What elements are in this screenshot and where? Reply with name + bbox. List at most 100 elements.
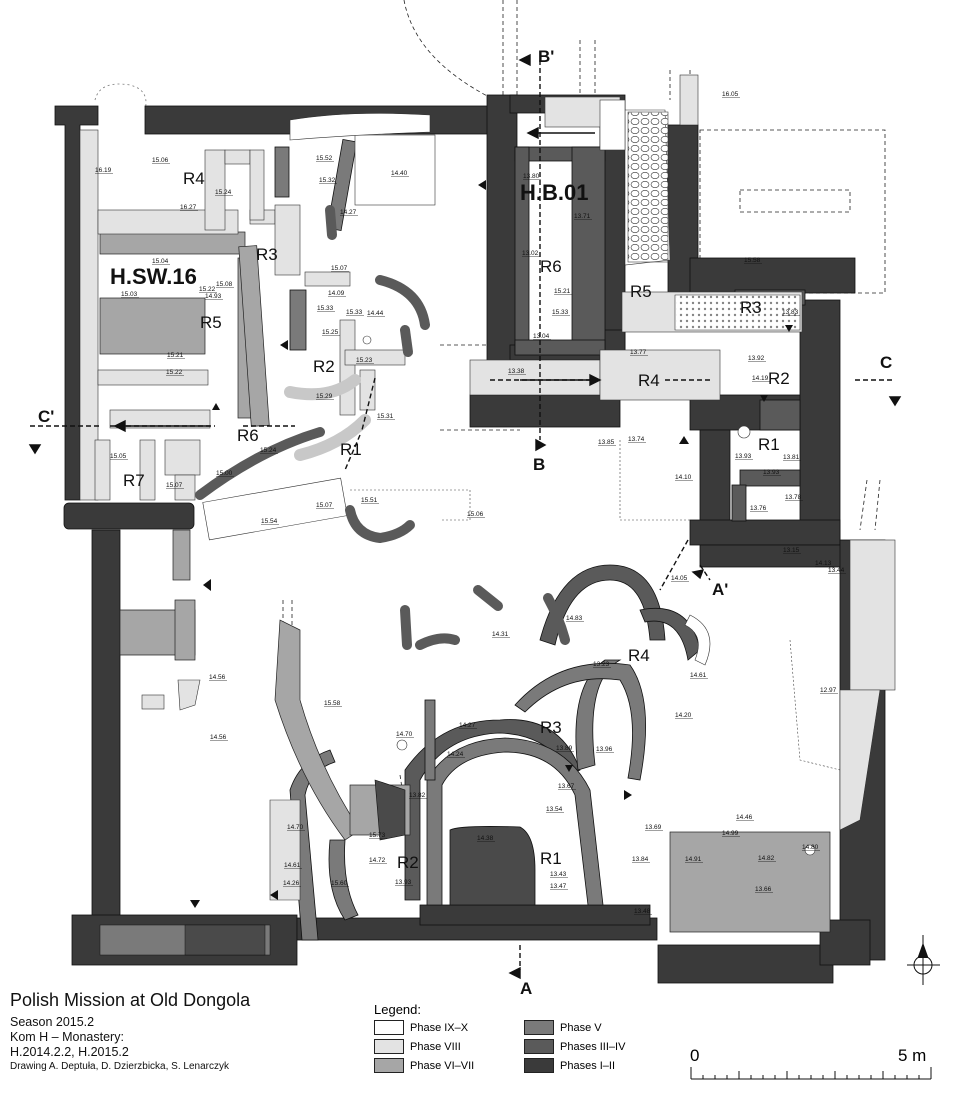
legend-item: Phase V bbox=[524, 1020, 674, 1035]
room-recess bbox=[374, 779, 406, 841]
legend-item: Phase VIII bbox=[374, 1039, 524, 1054]
elevation-label: 15.24 bbox=[215, 189, 232, 196]
room-label: R2 bbox=[768, 369, 790, 388]
elevation-label: 15.60 bbox=[331, 880, 348, 887]
room-label: R4 bbox=[638, 371, 660, 390]
room-label: R2 bbox=[397, 853, 419, 872]
elevation-label: 13.84 bbox=[632, 856, 649, 863]
elevation-label: 14.10 bbox=[675, 474, 692, 481]
elevation-label: 15.03 bbox=[121, 291, 138, 298]
elevation-label: 15.22 bbox=[166, 369, 183, 376]
room-recess bbox=[449, 826, 536, 906]
room-labels-sw: R4 R3 R5 R2 R6 R1 R7 bbox=[123, 169, 362, 490]
elevation-label: 15.04 bbox=[152, 258, 169, 265]
section-labels: B' B C' C A' A bbox=[38, 47, 892, 998]
elevation-label: 13.43 bbox=[550, 871, 567, 878]
elevation-label: 13.93 bbox=[763, 469, 780, 476]
elevation-label: 12.97 bbox=[820, 687, 837, 694]
curved-walls bbox=[195, 205, 570, 650]
elevation-label: 14.44 bbox=[367, 310, 384, 317]
elevation-label: 15.21 bbox=[554, 288, 571, 295]
elevation-label: 15.05 bbox=[110, 453, 127, 460]
credits-label: Drawing A. Deptuła, D. Dzierzbicka, S. L… bbox=[10, 1061, 229, 1072]
room-label: R7 bbox=[123, 471, 145, 490]
north-arrow bbox=[907, 935, 940, 985]
elevation-label: 15.08 bbox=[216, 281, 233, 288]
elevation-label: 15.29 bbox=[316, 393, 333, 400]
elevation-label: 15.33 bbox=[317, 305, 334, 312]
section-label-b-prime: B' bbox=[538, 47, 554, 66]
section-label-c-prime: C' bbox=[38, 407, 54, 426]
walls-phase-5 bbox=[274, 139, 646, 941]
walls-phase-1-2 bbox=[54, 94, 886, 984]
legend-item: Phase VI–VII bbox=[374, 1058, 524, 1073]
elevation-label: 14.91 bbox=[685, 856, 702, 863]
elevation-label: 14.26 bbox=[283, 880, 300, 887]
section-label-a-prime: A' bbox=[712, 580, 728, 599]
elevation-label: 13.92 bbox=[748, 355, 765, 362]
elevation-label: 13.48 bbox=[634, 908, 651, 915]
codes-label: H.2014.2.2, H.2015.2 bbox=[10, 1045, 129, 1059]
section-markers bbox=[190, 180, 793, 908]
elevation-label: 13.02 bbox=[522, 250, 539, 257]
elevation-label: 14.13 bbox=[815, 560, 832, 567]
elevation-label: 15.07 bbox=[316, 502, 333, 509]
elevation-label: 14.56 bbox=[210, 734, 227, 741]
elevation-label: 13.38 bbox=[508, 368, 525, 375]
room-label: R6 bbox=[540, 257, 562, 276]
elevation-label: 13.96 bbox=[596, 746, 613, 753]
curved-walls-light bbox=[284, 374, 371, 461]
legend-item: Phase IX–X bbox=[374, 1020, 524, 1035]
elevation-label: 13.23 bbox=[593, 661, 610, 668]
room-labels-b: R6 R5 R3 R4 R2 R1 bbox=[540, 257, 790, 454]
elevation-label: 14.40 bbox=[391, 170, 408, 177]
elevation-label: 14.46 bbox=[736, 814, 753, 821]
legend-swatch bbox=[524, 1058, 554, 1073]
rubble-fill bbox=[627, 111, 669, 263]
thin-lines bbox=[350, 440, 841, 771]
legend-swatch bbox=[374, 1039, 404, 1054]
elevation-label: 14.99 bbox=[722, 830, 739, 837]
elevation-label: 14.82 bbox=[758, 855, 775, 862]
elevation-label: 13.78 bbox=[785, 494, 802, 501]
dotted-fill bbox=[676, 295, 800, 330]
legend-label: Phase V bbox=[560, 1021, 602, 1034]
elevation-label: 13.66 bbox=[755, 886, 772, 893]
room-label: R3 bbox=[256, 245, 278, 264]
elevation-label: 15.73 bbox=[369, 832, 386, 839]
room-labels-s: R4 R3 R2 R1 bbox=[397, 646, 650, 872]
elevation-label: 14.27 bbox=[459, 722, 476, 729]
elevation-label: 14.31 bbox=[492, 631, 509, 638]
season-label: Season 2015.2 bbox=[10, 1015, 95, 1029]
elevation-label: 15.58 bbox=[324, 700, 341, 707]
elevation-label: 14.09 bbox=[328, 290, 345, 297]
elevation-label: 13.80 bbox=[523, 173, 540, 180]
building-label-sw: H.SW.16 bbox=[110, 264, 197, 289]
elevation-label: 16.27 bbox=[180, 204, 197, 211]
legend-swatch bbox=[524, 1020, 554, 1035]
legend-title: Legend: bbox=[374, 1002, 421, 1017]
room-recess bbox=[184, 924, 266, 956]
elevation-label: 15.33 bbox=[346, 309, 363, 316]
room-label: R5 bbox=[630, 282, 652, 301]
elevation-label: 13.93 bbox=[395, 879, 412, 886]
elevation-label: 15.24 bbox=[260, 447, 277, 454]
room-label: R4 bbox=[183, 169, 205, 188]
elevation-label: 14.93 bbox=[205, 293, 222, 300]
elevation-label: 13.47 bbox=[550, 883, 567, 890]
elevation-label: 16.19 bbox=[95, 167, 112, 174]
elevation-label: 15.07 bbox=[331, 265, 348, 272]
elevation-label: 15.32 bbox=[319, 177, 336, 184]
section-label-c: C bbox=[880, 353, 892, 372]
section-label-b: B bbox=[533, 455, 545, 474]
elevation-label: 13.81 bbox=[783, 454, 800, 461]
elevation-label: 15.22 bbox=[199, 286, 216, 293]
elevation-label: 13.85 bbox=[598, 439, 615, 446]
elevation-label: 15.06 bbox=[152, 157, 169, 164]
elevation-label: 13.93 bbox=[735, 453, 752, 460]
elevation-label: 16.05 bbox=[722, 91, 739, 98]
legend-item: Phases III–IV bbox=[524, 1039, 674, 1054]
elevation-label: 13.69 bbox=[645, 824, 662, 831]
elevation-label: 15.25 bbox=[322, 329, 339, 336]
